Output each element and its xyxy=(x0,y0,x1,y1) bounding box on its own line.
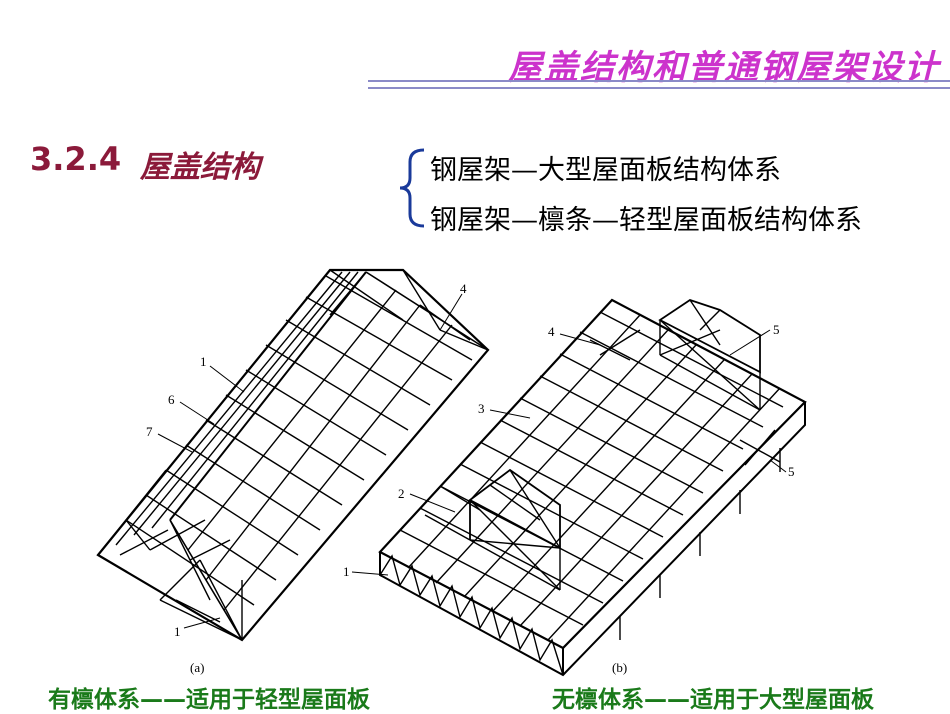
figure-b-callout-4: 4 xyxy=(548,324,555,339)
caption-purlin-system: 有檩体系——适用于轻型屋面板 xyxy=(48,687,370,713)
curly-brace-icon xyxy=(399,148,425,228)
figure-b-label: (b) xyxy=(612,660,627,675)
figure-b-callout-1: 1 xyxy=(343,564,350,579)
figure-b-callout-5-bottom: 5 xyxy=(788,464,795,479)
figure-b-callout-5-top: 5 xyxy=(773,322,780,337)
caption-purlinless-system: 无檩体系——适用于大型屋面板 xyxy=(552,687,874,713)
title-underline xyxy=(368,80,950,89)
figure-a-callout-1-bottom: 1 xyxy=(174,624,181,639)
section-heading: 屋盖结构 xyxy=(140,150,260,185)
figure-a-callout-7: 7 xyxy=(146,424,153,439)
figure-b-callout-2: 2 xyxy=(398,486,405,501)
section-number: 3.2.4 xyxy=(30,140,122,178)
figure-a-callout-leaders xyxy=(157,293,463,629)
figure-a-drawing xyxy=(96,268,490,642)
figure-b-callout-leaders xyxy=(351,329,787,576)
system-item-purlin-light-panel: 钢屋架—檩条—轻型屋面板结构体系 xyxy=(430,205,862,236)
figure-a-callout-4: 4 xyxy=(460,281,467,296)
system-item-large-panel: 钢屋架—大型屋面板结构体系 xyxy=(430,155,781,186)
figure-a-callout-1: 1 xyxy=(200,354,207,369)
figure-b-drawing xyxy=(378,298,807,677)
figure-a-label: (a) xyxy=(190,660,204,675)
figure-b-callout-3: 3 xyxy=(478,401,485,416)
figure-a-callout-6: 6 xyxy=(168,392,175,407)
